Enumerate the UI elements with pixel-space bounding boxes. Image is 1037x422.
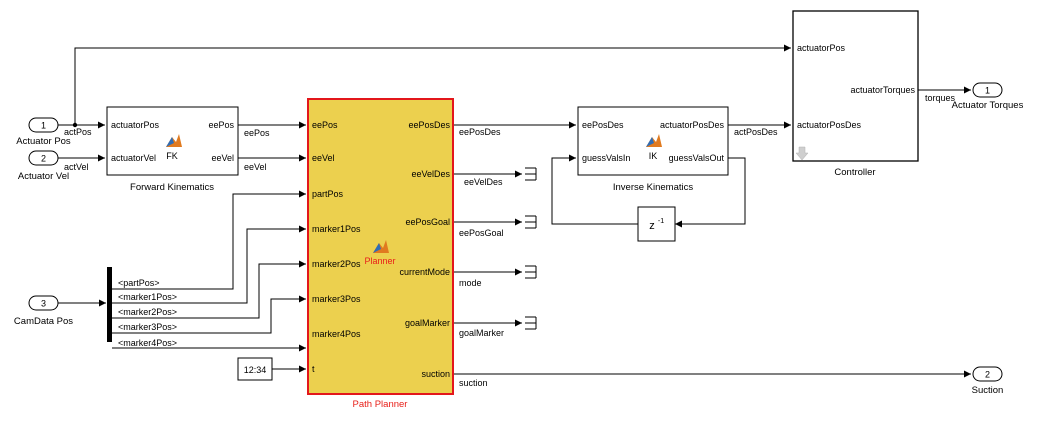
wire-guessin[interactable] bbox=[551, 154, 638, 225]
signal-label-torques: torques bbox=[925, 93, 956, 103]
controller-block[interactable]: actuatorPos actuatorPosDes actuatorTorqu… bbox=[792, 10, 919, 178]
fk-in-actuatorpos: actuatorPos bbox=[111, 120, 160, 130]
outport-1-number: 1 bbox=[985, 86, 990, 96]
signal-label-eevel: eeVel bbox=[244, 162, 267, 172]
wire-guessout[interactable] bbox=[675, 157, 746, 228]
terminator[interactable] bbox=[525, 316, 537, 330]
outport-2-number: 2 bbox=[985, 370, 990, 380]
subsystem-down-arrow-icon[interactable] bbox=[795, 146, 809, 161]
fk-out-eevel: eeVel bbox=[211, 153, 234, 163]
planner-center-label: Planner bbox=[364, 256, 395, 266]
fk-in-actuatorvel: actuatorVel bbox=[111, 153, 156, 163]
signal-label-actpos: actPos bbox=[64, 127, 92, 137]
signal-label-eeposdes: eePosDes bbox=[459, 127, 501, 137]
outport-1[interactable]: 1 Actuator Torques bbox=[952, 82, 1024, 111]
signal-label-mode: mode bbox=[459, 278, 482, 288]
bus-item-partpos: <partPos> bbox=[118, 278, 160, 288]
ik-in-guessvalsin: guessValsIn bbox=[582, 153, 630, 163]
planner-in-marker4pos: marker4Pos bbox=[312, 329, 361, 339]
signal-wires bbox=[58, 44, 971, 378]
delay-exponent: -1 bbox=[658, 218, 664, 225]
wire-marker2[interactable] bbox=[112, 260, 306, 319]
planner-out-eeveldes: eeVelDes bbox=[411, 169, 450, 179]
terminator[interactable] bbox=[525, 265, 537, 279]
forward-kinematics-block[interactable]: actuatorPos actuatorVel eePos eeVel FK F… bbox=[106, 106, 239, 193]
planner-in-eevel: eeVel bbox=[312, 153, 335, 163]
ik-center-label: IK bbox=[649, 151, 658, 161]
inverse-kinematics-block[interactable]: eePosDes guessValsIn actuatorPosDes gues… bbox=[577, 106, 729, 193]
signal-label-goalmarker: goalMarker bbox=[459, 328, 504, 338]
planner-out-goalmarker: goalMarker bbox=[405, 318, 450, 328]
fk-center-label: FK bbox=[166, 151, 178, 161]
path-planner-block[interactable]: eePos eeVel partPos marker1Pos marker2Po… bbox=[307, 98, 454, 410]
planner-in-marker2pos: marker2Pos bbox=[312, 259, 361, 269]
planner-out-suction: suction bbox=[421, 369, 450, 379]
matlab-function-icon bbox=[646, 134, 662, 147]
planner-out-eeposgoal: eePosGoal bbox=[405, 217, 450, 227]
matlab-function-icon bbox=[373, 240, 389, 253]
ik-block-name: Inverse Kinematics bbox=[613, 182, 694, 193]
inport-2-number: 2 bbox=[41, 154, 46, 164]
controller-in-actuatorpos: actuatorPos bbox=[797, 43, 846, 53]
inport-1-number: 1 bbox=[41, 121, 46, 131]
branch-point bbox=[72, 122, 78, 128]
wire-actpos-branch[interactable] bbox=[74, 44, 791, 125]
inport-1[interactable]: 1 Actuator Pos bbox=[16, 117, 71, 147]
inport-2-label: Actuator Vel bbox=[18, 171, 69, 182]
fk-block-name: Forward Kinematics bbox=[130, 182, 214, 193]
planner-block-name: Path Planner bbox=[353, 399, 408, 410]
bus-item-marker2pos: <marker2Pos> bbox=[118, 307, 177, 317]
inport-3-label: CamData Pos bbox=[14, 316, 73, 327]
terminator[interactable] bbox=[525, 167, 537, 181]
ik-out-guessvalsout: guessValsOut bbox=[669, 153, 725, 163]
signal-label-actvel: actVel bbox=[64, 162, 89, 172]
inport-2[interactable]: 2 Actuator Vel bbox=[18, 150, 69, 182]
fk-out-eepos: eePos bbox=[208, 120, 234, 130]
inport-3-number: 3 bbox=[41, 299, 46, 309]
ik-out-actuatorposdes: actuatorPosDes bbox=[660, 120, 725, 130]
wire-partpos[interactable] bbox=[112, 190, 306, 290]
wire-marker3[interactable] bbox=[112, 295, 306, 334]
signal-label-actposdes: actPosDes bbox=[734, 127, 778, 137]
controller-out-actuatortorques: actuatorTorques bbox=[850, 85, 915, 95]
delay-z: z bbox=[649, 220, 655, 232]
wire-marker1[interactable] bbox=[112, 225, 306, 304]
inport-1-label: Actuator Pos bbox=[16, 136, 71, 147]
bus-item-marker1pos: <marker1Pos> bbox=[118, 292, 177, 302]
controller-in-actuatorposdes: actuatorPosDes bbox=[797, 120, 862, 130]
planner-in-marker3pos: marker3Pos bbox=[312, 294, 361, 304]
planner-out-eeposdes: eePosDes bbox=[408, 120, 450, 130]
signal-label-eepos: eePos bbox=[244, 128, 270, 138]
matlab-function-icon bbox=[166, 134, 182, 147]
bus-item-marker3pos: <marker3Pos> bbox=[118, 322, 177, 332]
planner-in-t: t bbox=[312, 364, 315, 374]
outport-2-label: Suction bbox=[972, 385, 1004, 396]
digital-clock-block[interactable]: 12:34 bbox=[237, 357, 273, 381]
clock-display: 12:34 bbox=[244, 365, 267, 375]
terminators bbox=[525, 167, 537, 330]
signal-label-eeposgoal: eePosGoal bbox=[459, 228, 504, 238]
planner-in-eepos: eePos bbox=[312, 120, 338, 130]
signal-labels: actPos actVel eePos eeVel eePosDes eeVel… bbox=[64, 93, 956, 388]
inport-3[interactable]: 3 CamData Pos bbox=[14, 295, 73, 327]
signal-label-suction: suction bbox=[459, 378, 488, 388]
outport-1-label: Actuator Torques bbox=[952, 100, 1024, 111]
signal-label-eeveldes: eeVelDes bbox=[464, 177, 503, 187]
planner-in-marker1pos: marker1Pos bbox=[312, 224, 361, 234]
planner-in-partpos: partPos bbox=[312, 189, 344, 199]
outport-2[interactable]: 2 Suction bbox=[972, 366, 1004, 396]
bus-selector[interactable]: <partPos> <marker1Pos> <marker2Pos> <mar… bbox=[107, 267, 177, 348]
controller-block-name: Controller bbox=[834, 167, 875, 178]
ik-in-eeposdes: eePosDes bbox=[582, 120, 624, 130]
planner-out-currentmode: currentMode bbox=[399, 267, 450, 277]
bus-item-marker4pos: <marker4Pos> bbox=[118, 338, 177, 348]
terminator[interactable] bbox=[525, 215, 537, 229]
unit-delay-block[interactable]: z -1 bbox=[637, 206, 676, 242]
